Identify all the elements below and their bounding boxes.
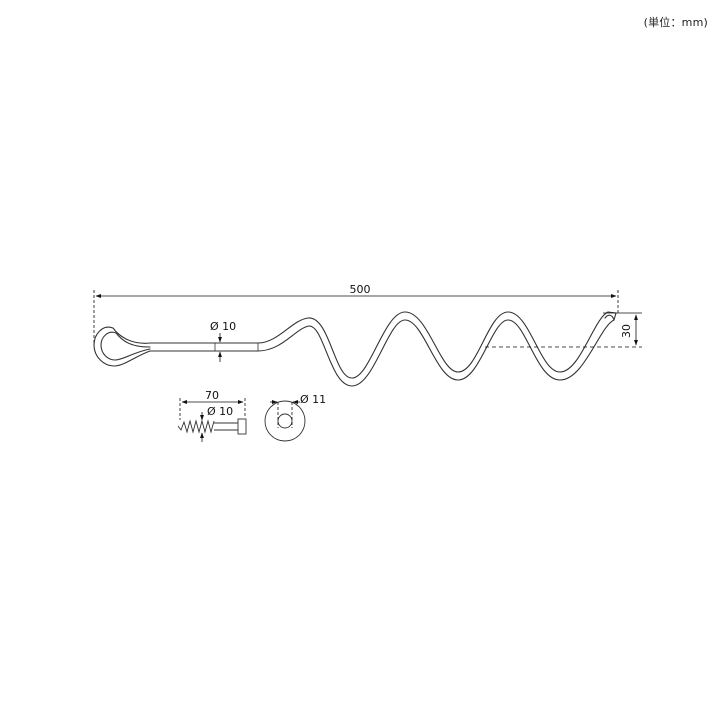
coil-height-label: 30 bbox=[620, 324, 633, 338]
ground-anchor bbox=[93, 311, 617, 387]
washer-hole bbox=[277, 413, 293, 429]
coil-height-dimension bbox=[485, 312, 642, 348]
anchor-helix-lower bbox=[257, 319, 615, 387]
anchor-eye-inner bbox=[100, 331, 151, 361]
rod-diameter-label: Ø 10 bbox=[210, 320, 236, 333]
washer-hole-label: Ø 11 bbox=[300, 393, 326, 406]
bolt-head bbox=[237, 418, 247, 435]
length-dimension bbox=[93, 290, 619, 344]
anchor-helix-upper bbox=[257, 311, 609, 379]
anchor-rod bbox=[149, 342, 259, 352]
bolt-thread bbox=[177, 419, 215, 434]
bolt-length-label: 70 bbox=[205, 389, 219, 402]
anchor-eye bbox=[93, 326, 151, 367]
bolt-diameter-label: Ø 10 bbox=[207, 405, 233, 418]
washer bbox=[264, 400, 306, 442]
washer-hole-dimension bbox=[270, 400, 300, 428]
washer-outer bbox=[264, 400, 306, 442]
unit-note: (単位：mm) bbox=[643, 16, 708, 29]
bolt-shank bbox=[214, 422, 238, 431]
lag-bolt bbox=[177, 418, 247, 435]
length-label: 500 bbox=[350, 283, 371, 296]
bolt-length-dimension bbox=[179, 398, 246, 420]
